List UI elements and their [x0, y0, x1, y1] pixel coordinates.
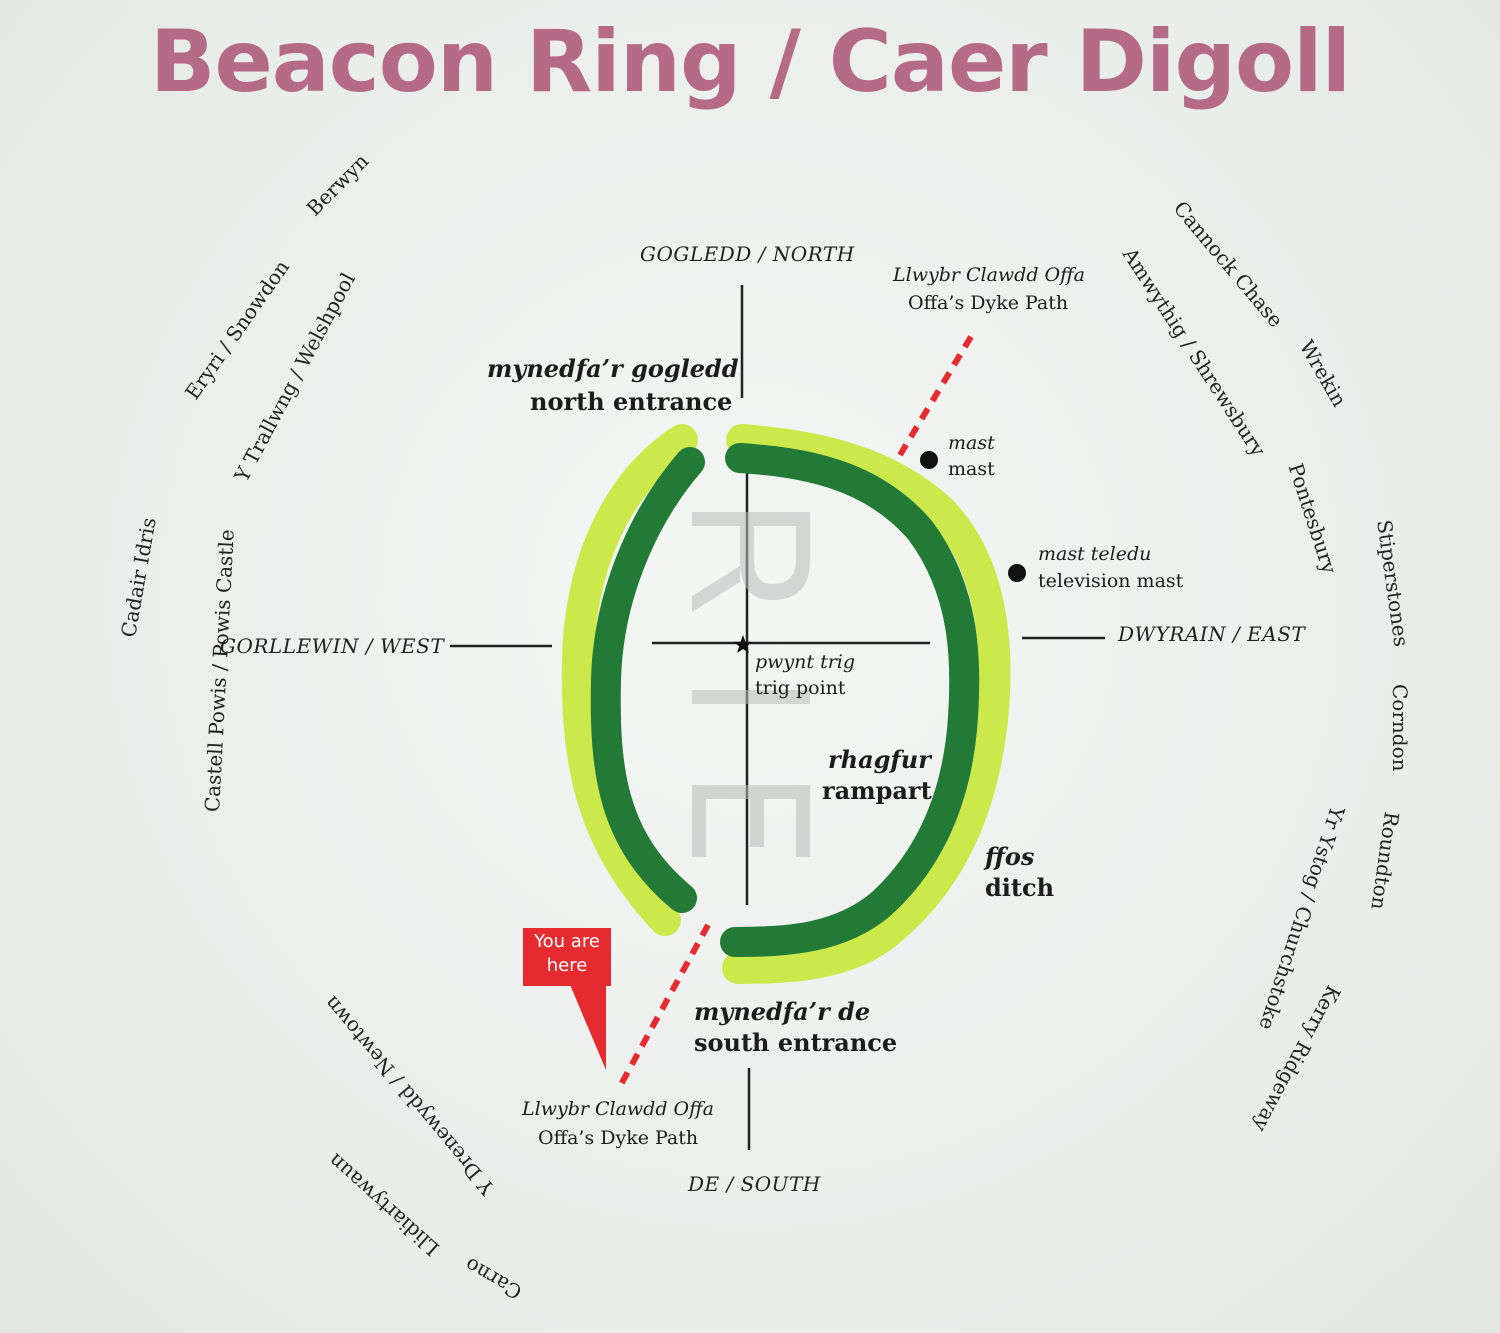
dyke-path-south-english: Offa’s Dyke Path	[538, 1127, 699, 1149]
south-label: DE / SOUTH	[688, 1172, 821, 1196]
mast-english: mast	[948, 458, 995, 480]
north-entrance-welsh: mynedfa’r gogledd	[487, 354, 739, 383]
you-are-here-badge: You are here	[523, 928, 611, 986]
you-are-here-line2: here	[546, 955, 588, 976]
east-label: DWYRAIN / EAST	[1118, 622, 1306, 646]
dyke-path-north-english: Offa’s Dyke Path	[908, 292, 1069, 314]
you-are-here-line1: You are	[534, 931, 600, 952]
dyke-path-south-welsh: Llwybr Clawdd Offa	[522, 1098, 714, 1120]
place-corndon: Corndon	[1388, 684, 1412, 772]
mast-marker	[920, 451, 938, 469]
you-are-here-pointer	[568, 980, 606, 1070]
tv-mast-english: television mast	[1038, 570, 1184, 592]
north-label: GOGLEDD / NORTH	[640, 242, 855, 266]
rampart-welsh: rhagfur	[828, 745, 931, 774]
west-ditch	[561, 424, 698, 936]
map-title: Beacon Ring / Caer Digoll	[149, 12, 1351, 112]
ditch-welsh: ffos	[985, 842, 1035, 871]
rampart-english: rampart	[822, 776, 932, 805]
south-entrance-welsh: mynedfa’r de	[694, 997, 871, 1026]
trig-point-star-icon	[733, 635, 753, 654]
south-entrance-english: south entrance	[694, 1028, 898, 1057]
east-rampart	[720, 443, 980, 957]
dyke-path-north-welsh: Llwybr Clawdd Offa	[893, 264, 1085, 286]
offas-dyke-path-north	[897, 328, 978, 457]
west-label: GORLLEWIN / WEST	[220, 634, 445, 658]
ehr-watermark	[692, 512, 810, 857]
ditch-english: ditch	[985, 873, 1055, 902]
trig-point-english: trig point	[755, 677, 846, 699]
tv-mast-welsh: mast teledu	[1038, 543, 1152, 565]
north-entrance-english: north entrance	[530, 387, 733, 416]
tv-mast-marker	[1008, 564, 1026, 582]
east-ditch	[722, 424, 1011, 984]
offas-dyke-path-south	[615, 923, 711, 1092]
mast-welsh: mast	[948, 432, 995, 454]
west-rampart	[590, 447, 705, 913]
trig-point-welsh: pwynt trig	[755, 651, 856, 673]
